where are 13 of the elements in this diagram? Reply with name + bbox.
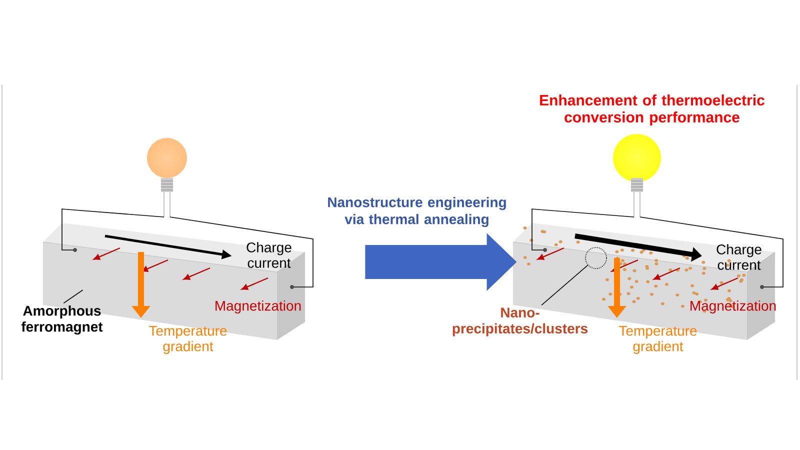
temperature-label: Temperature gradient xyxy=(149,326,227,354)
heading: Enhancement of thermoelectric conversion performance xyxy=(540,94,764,126)
magnetization-label: Magnetization xyxy=(216,300,301,314)
text-label: Amorphous ferromagnet xyxy=(21,305,103,335)
text-label: Nano- precipitates/clusters xyxy=(452,308,588,336)
cluster-circle xyxy=(585,247,607,269)
edge-label: Nanostructure engineering via thermal annealing xyxy=(328,196,506,228)
current-label: Charge current xyxy=(246,242,292,268)
leader-line xyxy=(541,264,588,306)
temperature-label: Temperature gradient xyxy=(619,326,697,354)
leader-line xyxy=(63,290,84,304)
magnetization-label: Magnetization xyxy=(690,300,776,314)
current-label: Charge current xyxy=(716,244,762,270)
